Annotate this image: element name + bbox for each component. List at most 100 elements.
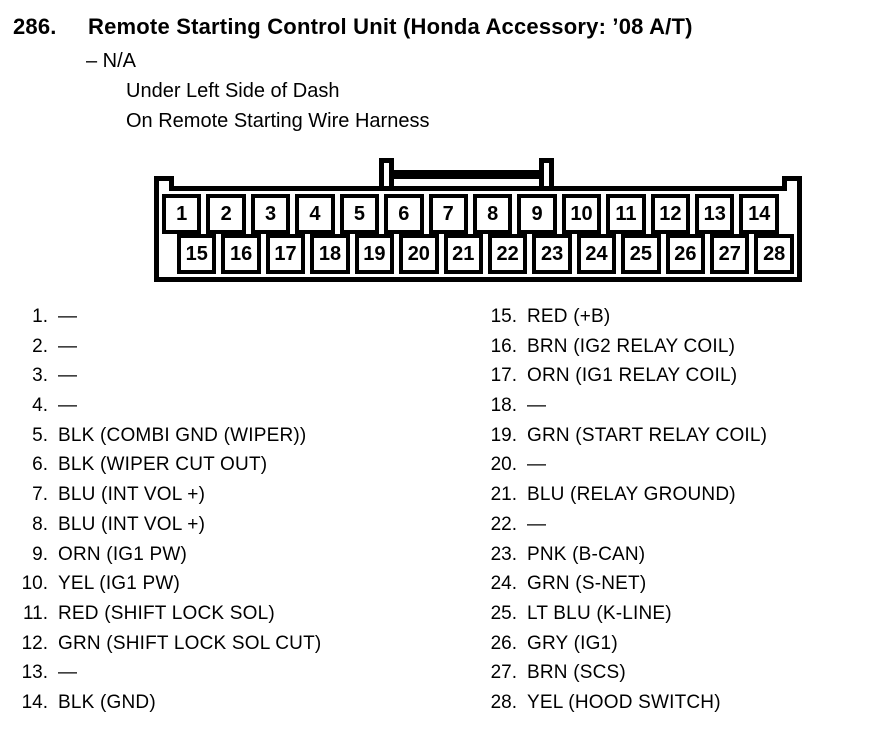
pin-list-item: 19. GRN (START RELAY COIL) <box>477 425 892 455</box>
connector-pin-cell: 20 <box>399 234 439 274</box>
pin-list-item: 27. BRN (SCS) <box>477 662 892 692</box>
pin-description: GRN (START RELAY COIL) <box>527 424 768 446</box>
pin-number: 9. <box>32 543 48 565</box>
subtitle: – N/A <box>86 50 137 72</box>
location-line-2: On Remote Starting Wire Harness <box>126 110 430 132</box>
section-title: Remote Starting Control Unit (Honda Acce… <box>88 14 693 39</box>
pin-number: 2. <box>32 335 48 357</box>
pin-list-item: 12. GRN (SHIFT LOCK SOL CUT) <box>14 633 464 663</box>
pin-list-item: 18. — <box>477 395 892 425</box>
connector-pin-cell: 19 <box>354 234 395 274</box>
pin-description: YEL (IG1 PW) <box>58 573 181 595</box>
pin-description: — <box>58 662 78 684</box>
pin-number: 21. <box>490 484 517 506</box>
pin-description: BLU (INT VOL +) <box>58 513 206 535</box>
pin-description: RED (+B) <box>527 306 611 327</box>
pin-description: RED (SHIFT LOCK SOL) <box>58 602 275 624</box>
pin-number: 11. <box>22 602 48 624</box>
pin-list-item: 16. BRN (IG2 RELAY COIL) <box>477 336 892 366</box>
pin-number: 24. <box>490 573 517 595</box>
pin-description: ORN (IG1 RELAY COIL) <box>527 365 738 387</box>
connector-corner-tab-right <box>782 176 802 191</box>
pin-number: 18. <box>490 395 517 417</box>
pin-number: 3. <box>32 365 48 387</box>
connector-pin-cell: 11 <box>606 194 646 234</box>
pin-number: 22. <box>490 513 517 535</box>
pin-description: BLK (GND) <box>58 691 156 713</box>
connector-pin-cell: 18 <box>310 234 350 274</box>
pin-number: 27. <box>490 662 517 684</box>
pin-description: BRN (SCS) <box>527 662 626 684</box>
pin-number: 12. <box>21 632 48 654</box>
pin-list-right: 15. RED (+B) 16. BRN (IG2 RELAY COIL) 17… <box>477 306 892 722</box>
pin-list-item: 4. — <box>14 395 464 425</box>
pin-number: 16. <box>490 335 517 357</box>
page-title: 286.Remote Starting Control Unit (Honda … <box>13 14 693 40</box>
pin-number: 26. <box>490 632 517 654</box>
connector-corner-tab-left <box>154 176 174 191</box>
pin-list-item: 7. BLU (INT VOL +) <box>14 484 464 514</box>
pin-list-item: 28. YEL (HOOD SWITCH) <box>477 692 892 722</box>
pin-number: 13. <box>21 662 48 684</box>
pin-description: GRN (SHIFT LOCK SOL CUT) <box>58 632 322 654</box>
connector-pin-cell: 15 <box>177 234 217 274</box>
pin-number: 19. <box>490 424 517 446</box>
location-line-1: Under Left Side of Dash <box>126 80 340 102</box>
pin-list-item: 25. LT BLU (K-LINE) <box>477 603 892 633</box>
pin-description: — <box>58 306 78 327</box>
pin-number: 28. <box>490 691 517 713</box>
pin-number: 23. <box>490 543 517 565</box>
pin-description: YEL (HOOD SWITCH) <box>527 691 721 713</box>
pin-description: — <box>527 513 547 535</box>
pin-list-item: 21. BLU (RELAY GROUND) <box>477 484 892 514</box>
pin-number: 4. <box>32 395 48 417</box>
pin-list-item: 15. RED (+B) <box>477 306 892 336</box>
pin-number: 17. <box>490 365 517 387</box>
pin-number: 7. <box>32 484 48 506</box>
connector-pin-cell: 9 <box>517 194 557 234</box>
pin-description: — <box>58 365 78 387</box>
pin-description: BRN (IG2 RELAY COIL) <box>527 335 736 357</box>
pin-number: 8. <box>32 513 48 535</box>
pin-list-item: 10. YEL (IG1 PW) <box>14 573 464 603</box>
connector-pin-cell: 7 <box>428 194 468 234</box>
pin-description: BLU (INT VOL +) <box>58 484 206 506</box>
connector-pin-cell: 23 <box>532 234 572 274</box>
connector-pin-cell: 28 <box>754 234 794 274</box>
pin-description: — <box>527 454 547 476</box>
pin-number: 1. <box>32 306 48 327</box>
connector-pin-cell: 22 <box>487 234 528 274</box>
pin-number: 6. <box>32 454 48 476</box>
connector-pin-cell: 2 <box>206 194 246 234</box>
pin-description: BLK (COMBI GND (WIPER)) <box>58 424 307 446</box>
pin-list-item: 13. — <box>14 662 464 692</box>
connector-pin-cell: 26 <box>665 234 706 274</box>
pin-description: BLK (WIPER CUT OUT) <box>58 454 268 476</box>
connector-pin-cell: 1 <box>162 194 202 234</box>
connector-pin-cell: 8 <box>472 194 513 234</box>
pin-list-item: 22. — <box>477 514 892 544</box>
connector-pin-cell: 12 <box>650 194 691 234</box>
latch-bar <box>390 170 542 179</box>
pin-number: 25. <box>490 602 517 624</box>
pin-list-item: 6. BLK (WIPER CUT OUT) <box>14 454 464 484</box>
pin-list-item: 9. ORN (IG1 PW) <box>14 544 464 574</box>
connector-pin-cell: 25 <box>621 234 661 274</box>
connector-pin-cell: 21 <box>443 234 483 274</box>
connector-pin-cell: 17 <box>265 234 306 274</box>
pin-list-item: 14. BLK (GND) <box>14 692 464 722</box>
pin-description: — <box>58 335 78 357</box>
connector-pin-cell: 5 <box>339 194 380 234</box>
connector-pin-cell: 4 <box>295 194 335 234</box>
connector-pin-cell: 24 <box>576 234 617 274</box>
pin-number: 5. <box>32 424 48 446</box>
pin-description: BLU (RELAY GROUND) <box>527 484 736 506</box>
pin-description: — <box>527 395 547 417</box>
connector-pin-cell: 10 <box>561 194 602 234</box>
pin-list-item: 24. GRN (S-NET) <box>477 573 892 603</box>
pin-list-item: 2. — <box>14 336 464 366</box>
pin-list-item: 26. GRY (IG1) <box>477 633 892 663</box>
pin-list-item: 11. RED (SHIFT LOCK SOL) <box>14 603 464 633</box>
